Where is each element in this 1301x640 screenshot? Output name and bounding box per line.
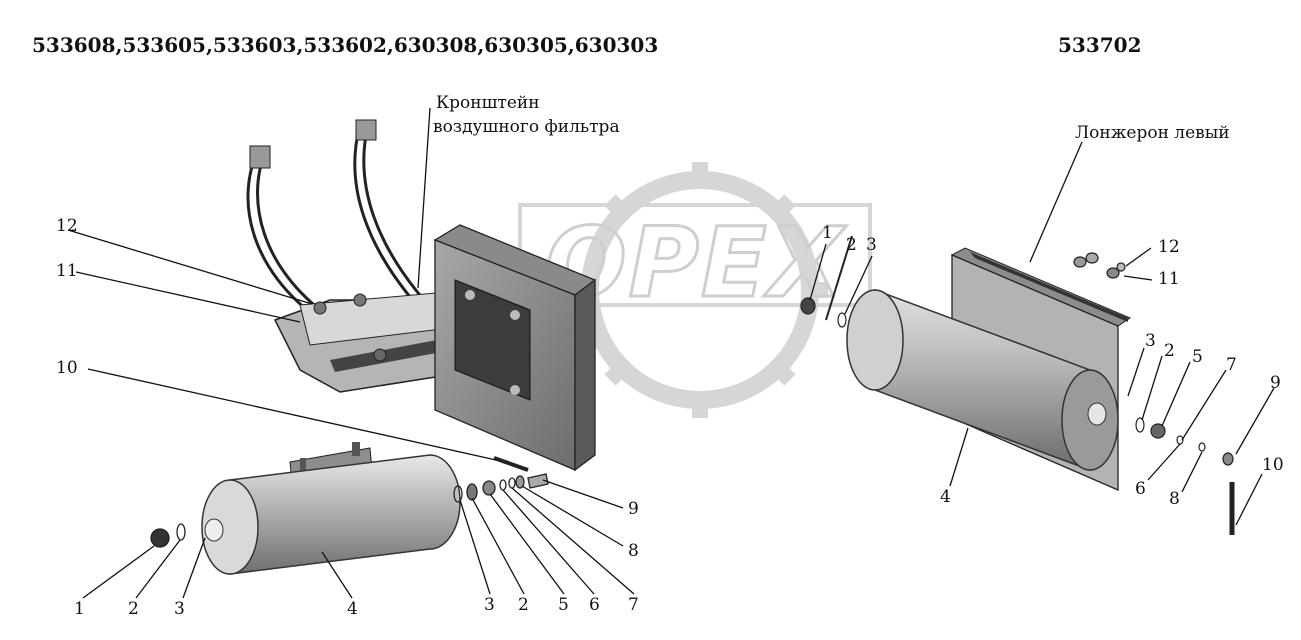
callout-label: 8	[1169, 489, 1180, 509]
callout-label: 3	[866, 235, 877, 255]
callout-label: 10	[1262, 455, 1284, 475]
caption-spar: Лонжерон левый	[1075, 123, 1230, 143]
callout-label: 8	[628, 541, 639, 561]
callout-label: 11	[56, 261, 78, 281]
callout-label: 7	[628, 595, 639, 615]
left-callouts: 12 11 10 9 8 7 6 5 2 3 4 1 2 3	[56, 216, 639, 619]
callout-label: 5	[558, 595, 569, 615]
callout-label: 3	[1145, 331, 1156, 351]
right-model-heading: 533702	[1058, 33, 1142, 57]
watermark-logo: OPEX	[518, 162, 872, 418]
leader-lines	[67, 107, 1275, 599]
right-small-parts	[800, 235, 1235, 535]
right-air-receiver	[846, 288, 1119, 472]
callout-label: 2	[518, 595, 529, 615]
callout-label: 2	[846, 235, 857, 255]
callout-label: 9	[628, 499, 639, 519]
callout-label: 1	[74, 599, 85, 619]
callout-label: 6	[589, 595, 600, 615]
callout-label: 4	[347, 599, 358, 619]
caption-bracket-line2: воздушного фильтра	[433, 117, 620, 137]
left-frame-spar	[433, 224, 597, 472]
callout-label: 9	[1270, 373, 1281, 393]
callout-label: 4	[940, 487, 951, 507]
left-models-heading: 533608,533605,533603,533602,630308,63030…	[32, 33, 658, 57]
callout-label: 5	[1192, 347, 1203, 367]
callout-label: 1	[822, 223, 833, 243]
left-air-receiver	[201, 442, 461, 575]
callout-label: 2	[1164, 341, 1175, 361]
callout-label: 7	[1226, 355, 1237, 375]
callout-label: 11	[1158, 269, 1180, 289]
callout-label: 10	[56, 358, 78, 378]
callout-label: 6	[1135, 479, 1146, 499]
callout-label: 3	[484, 595, 495, 615]
callout-label: 3	[174, 599, 185, 619]
callout-label: 12	[1158, 237, 1180, 257]
right-callouts: 1 2 3 12 11 3 2 5 7 9 6 8 10 4	[822, 223, 1284, 509]
callout-label: 12	[56, 216, 78, 236]
caption-bracket-line1: Кронштейн	[436, 93, 540, 113]
left-small-parts	[150, 456, 549, 548]
callout-label: 2	[128, 599, 139, 619]
